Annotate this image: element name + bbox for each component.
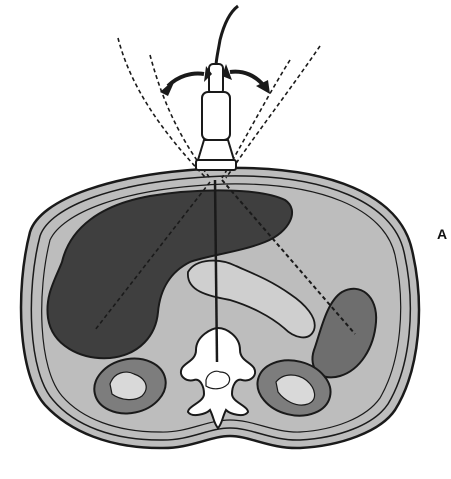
transducer-cable [216,6,238,66]
panel-label: A [437,226,447,242]
ultrasound-transducer [196,64,236,170]
